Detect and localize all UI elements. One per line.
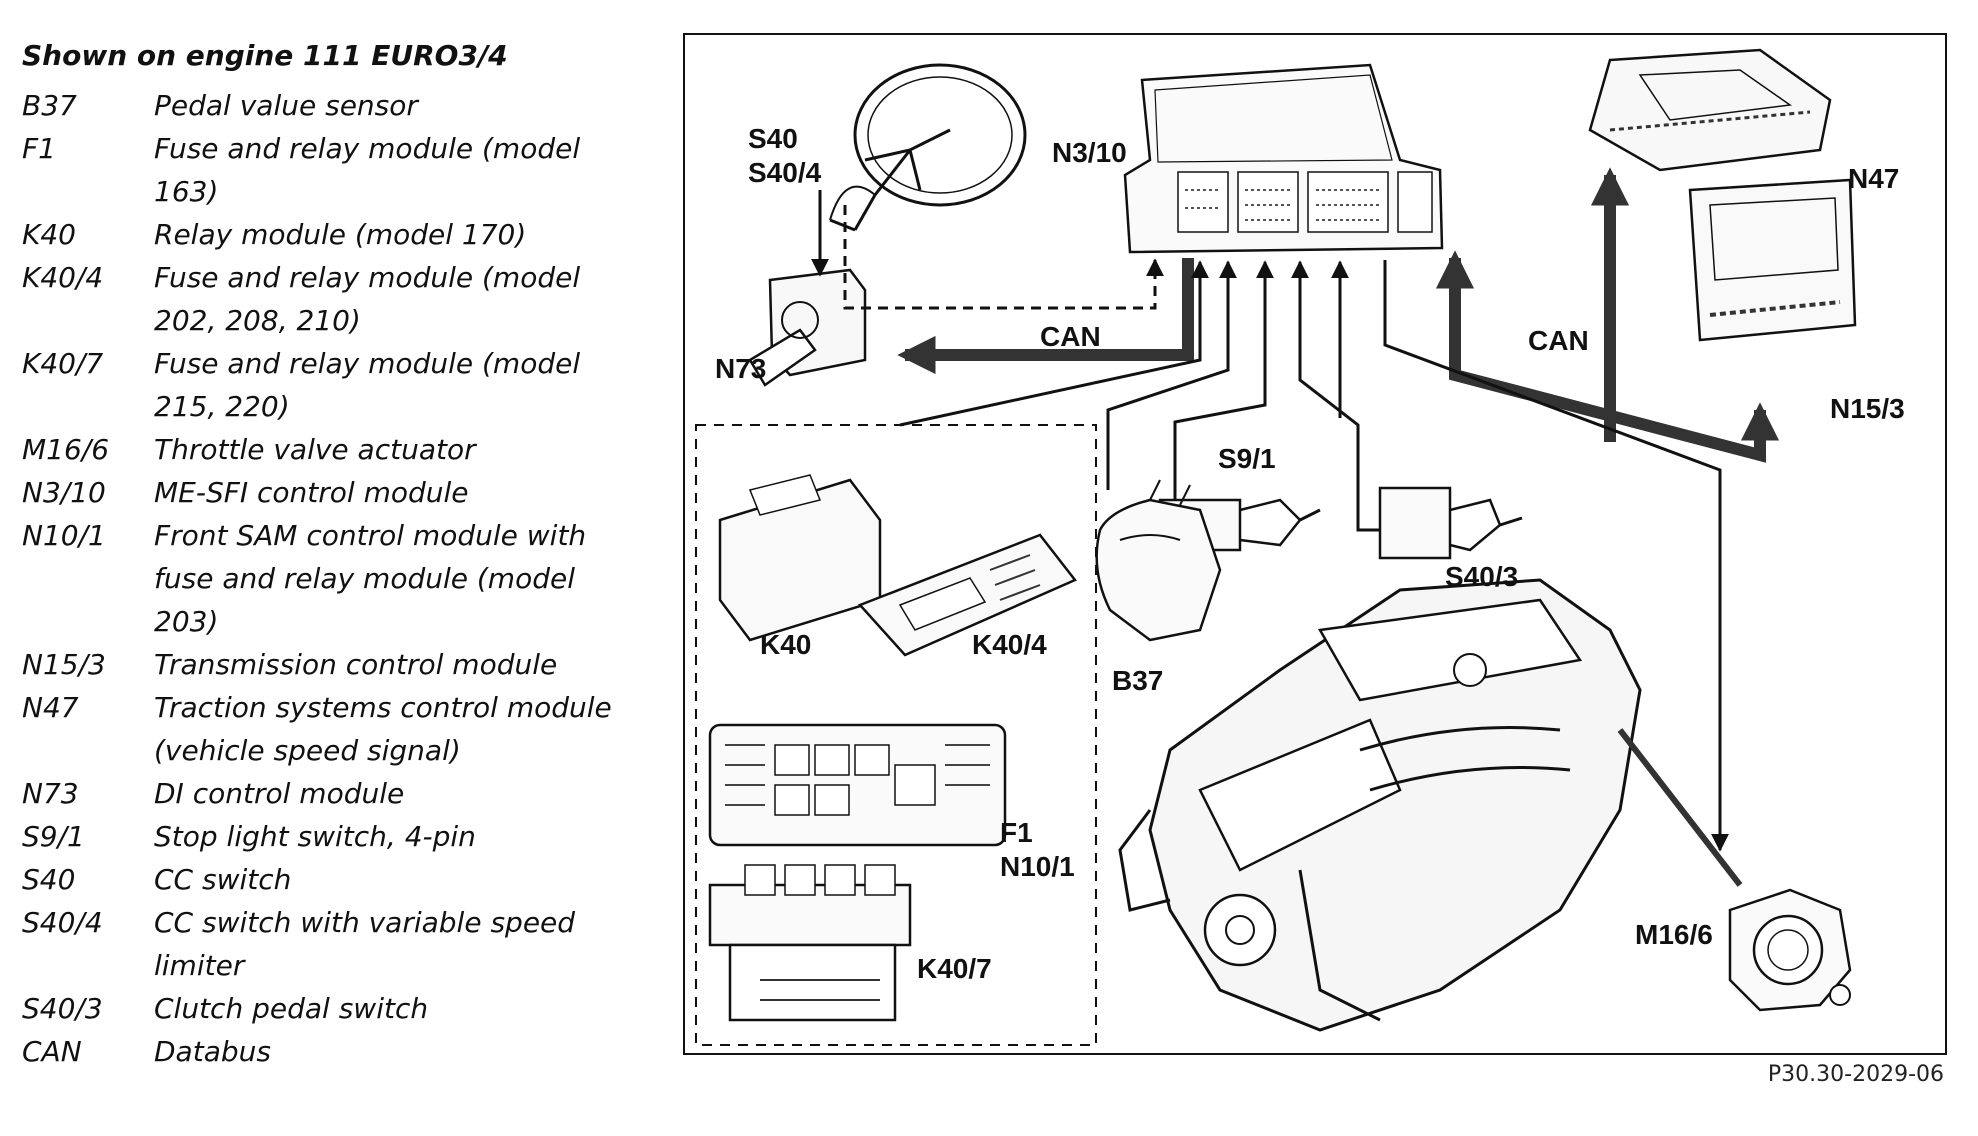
legend-item-code: N47 (22, 691, 79, 724)
legend-item-description: Front SAM control module with fuse and r… (154, 519, 587, 638)
legend-item: F1 Fuse and relay module (model 163) (22, 127, 642, 213)
legend-item-code: K40 (22, 218, 76, 251)
label-can-right: CAN (1528, 325, 1589, 356)
legend-item: N15/3 Transmission control module (22, 643, 642, 686)
label-n47: N47 (1848, 163, 1899, 194)
legend: Shown on engine 111 EURO3/4 B37 Pedal val… (22, 36, 642, 1073)
legend-item: CAN Databus (22, 1030, 642, 1073)
legend-item-description: Throttle valve actuator (154, 433, 476, 466)
engine-illustration (1118, 578, 1642, 1032)
legend-item-description: CC switch with variable speed limiter (154, 906, 576, 982)
b37-pedal-sensor-illustration (1095, 479, 1222, 642)
label-b37: B37 (1112, 665, 1163, 696)
legend-item-description: Relay module (model 170) (154, 218, 527, 251)
legend-item-description: Databus (154, 1035, 271, 1068)
legend-item-code: N73 (22, 777, 79, 810)
connection-lines (811, 167, 1780, 887)
legend-item-description: Clutch pedal switch (154, 992, 429, 1025)
fuse-modules-group-box (695, 424, 1097, 1046)
label-n73: N73 (715, 353, 766, 384)
n73-ignition-module-illustration (748, 268, 867, 387)
legend-item-description: Pedal value sensor (154, 89, 418, 122)
legend-item-code: F1 (22, 132, 56, 165)
k40-7-module-illustration (708, 864, 912, 1022)
label-n15-3: N15/3 (1830, 393, 1905, 424)
label-k40-7: K40/7 (917, 953, 992, 984)
legend-item-description: DI control module (154, 777, 405, 810)
legend-item: S40/3 Clutch pedal switch (22, 987, 642, 1030)
legend-item: B37 Pedal value sensor (22, 84, 642, 127)
line-s40-to-n3-10 (843, 205, 1164, 310)
legend-item-description: Traction systems control module (vehicle… (154, 691, 612, 767)
line-fuse-modules (899, 260, 1209, 427)
can-bus-n73 (897, 258, 1194, 375)
legend-item-description: Fuse and relay module (model 163) (154, 132, 581, 208)
reference-code: P30.30-2029-06 (1767, 1062, 1944, 1087)
legend-item: S40 CC switch (22, 858, 642, 901)
legend-item-code: M16/6 (22, 433, 110, 466)
f1-n10-1-module-illustration (708, 723, 1007, 847)
n15-3-module-illustration (1688, 178, 1857, 342)
legend-item-code: S9/1 (22, 820, 85, 853)
legend-item-code: B37 (22, 89, 77, 122)
n47-module-illustration (1588, 48, 1832, 172)
label-n10-1: N10/1 (1000, 851, 1075, 882)
legend-item: N3/10 ME-SFI control module (22, 471, 642, 514)
s40-3-switch-illustration (1378, 486, 1523, 560)
line-m16-6 (1383, 260, 1729, 852)
label-f1: F1 (1000, 817, 1033, 848)
legend-item-description: Fuse and relay module (model 202, 208, 2… (154, 261, 581, 337)
line-throttle-pointer (1617, 728, 1743, 887)
legend-item-code: S40/3 (22, 992, 103, 1025)
steering-wheel-illustration (829, 63, 1027, 232)
n3-10-control-module-illustration (1123, 63, 1444, 254)
legend-item-code: K40/4 (22, 261, 104, 294)
legend-item: S9/1 Stop light switch, 4-pin (22, 815, 642, 858)
legend-item-code: N15/3 (22, 648, 106, 681)
wiring-diagram: S40 S40/4 N3/10 N47 N73 CAN CAN N15/3 S9… (680, 30, 1950, 1062)
legend-item-code: S40 (22, 863, 76, 896)
legend-item-code: CAN (22, 1035, 82, 1068)
m16-6-throttle-illustration (1728, 888, 1852, 1012)
k40-module-illustration (718, 474, 882, 642)
legend-item-code: N10/1 (22, 519, 106, 552)
legend-item-description: CC switch (154, 863, 292, 896)
label-s40-4: S40/4 (748, 157, 822, 188)
legend-item-description: ME-SFI control module (154, 476, 469, 509)
label-s40: S40 (748, 123, 798, 154)
label-s9-1: S9/1 (1218, 443, 1276, 474)
legend-title: Shown on engine 111 EURO3/4 (22, 39, 508, 72)
legend-item: N10/1 Front SAM control module with fuse … (22, 514, 642, 643)
legend-item-description: Fuse and relay module (model 215, 220) (154, 347, 581, 423)
line-b37 (1106, 260, 1237, 490)
legend-item: K40 Relay module (model 170) (22, 213, 642, 256)
diagram-frame (683, 33, 1947, 1055)
legend-item: K40/4 Fuse and relay module (model 202, 2… (22, 256, 642, 342)
legend-item-code: N3/10 (22, 476, 106, 509)
label-can-left: CAN (1040, 321, 1101, 352)
legend-item: K40/7 Fuse and relay module (model 215, 2… (22, 342, 642, 428)
label-k40-4: K40/4 (972, 629, 1047, 660)
label-m16-6: M16/6 (1635, 919, 1713, 950)
k40-4-module-illustration (857, 533, 1077, 657)
label-k40: K40 (760, 629, 811, 660)
legend-item-description: Stop light switch, 4-pin (154, 820, 476, 853)
legend-item: S40/4 CC switch with variable speed limit… (22, 901, 642, 987)
line-s9-1 (1173, 260, 1274, 500)
legend-item-code: K40/7 (22, 347, 104, 380)
label-n3-10: N3/10 (1052, 137, 1127, 168)
legend-item: N47 Traction systems control module (vehi… (22, 686, 642, 772)
label-s40-3: S40/3 (1445, 561, 1518, 592)
legend-item-description: Transmission control module (154, 648, 558, 681)
legend-item: N73 DI control module (22, 772, 642, 815)
legend-item-code: S40/4 (22, 906, 103, 939)
line-s40-3 (1291, 260, 1380, 532)
legend-item: M16/6 Throttle valve actuator (22, 428, 642, 471)
